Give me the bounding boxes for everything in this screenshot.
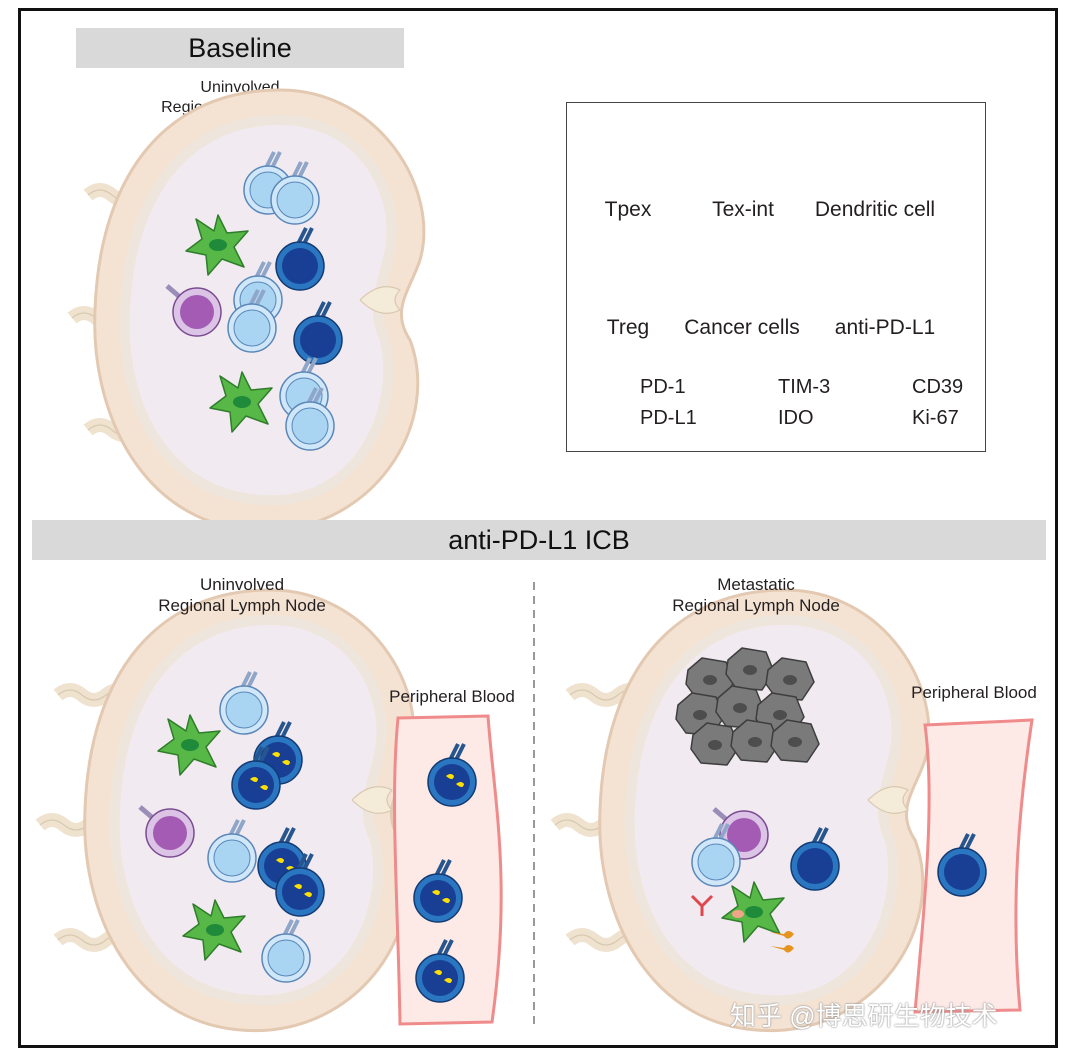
legend-cd39-label: CD39 <box>912 376 964 398</box>
icb-left-efferent-vessel <box>351 786 394 814</box>
icb-right-cells <box>690 809 841 953</box>
watermark: 知乎 @博思研生物技术 <box>730 1001 998 1031</box>
icb-right-efferent-vessel <box>867 786 910 814</box>
legend-box <box>566 102 986 452</box>
baseline-heading-bar: Baseline <box>76 28 404 68</box>
icb-right-blood-label: Peripheral Blood <box>911 683 1037 702</box>
legend-pd-l1-label: PD-L1 <box>640 407 697 429</box>
legend-cancer-cells-label: Cancer cells <box>684 316 800 339</box>
baseline-heading: Baseline <box>188 33 292 63</box>
legend-ki-67-label: Ki-67 <box>912 407 959 429</box>
icb-heading: anti-PD-L1 ICB <box>448 525 630 555</box>
legend-tpex-label: Tpex <box>604 198 652 221</box>
legend-tim-3-label: TIM-3 <box>778 376 831 398</box>
icb-right-node-label: Metastatic Regional Lymph Node <box>672 575 840 616</box>
icb-left-blood-label: Peripheral Blood <box>389 687 515 706</box>
legend-pd-1-label: PD-1 <box>640 376 686 398</box>
icb-left-blood-vessel <box>393 714 503 1026</box>
legend-treg-label: Treg <box>606 316 650 339</box>
legend-tex-int-label: Tex-int <box>712 198 774 221</box>
legend-ido-label: IDO <box>778 407 814 429</box>
icb-left-node-body <box>85 590 414 1031</box>
icb-heading-bar: anti-PD-L1 ICB <box>32 520 1046 560</box>
baseline-efferent-vessel <box>359 286 402 314</box>
legend-dendritic-cell-label: Dendritic cell <box>814 198 936 221</box>
icb-right-cancer-cluster <box>675 647 820 766</box>
figure-frame <box>18 8 1058 1048</box>
legend-anti-pd-l1-label: anti-PD-L1 <box>834 316 936 339</box>
icb-left-node-label: Uninvolved Regional Lymph Node <box>158 575 326 616</box>
